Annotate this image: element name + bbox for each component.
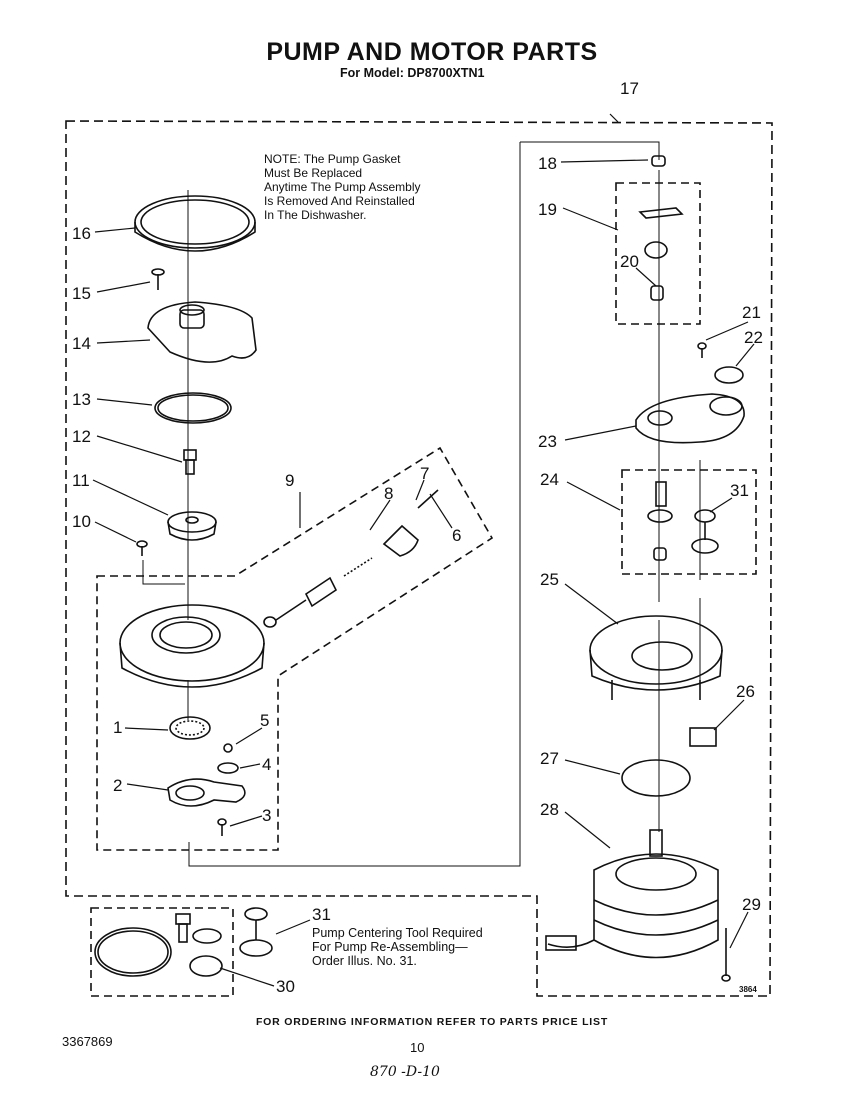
screw-part-21: [697, 342, 707, 358]
left-centre-axis: [142, 190, 189, 720]
figure-number: 3864: [739, 985, 757, 994]
handwritten-annotation: 870 -D-10: [370, 1064, 440, 1080]
pump-gasket-part-16: [134, 195, 256, 252]
callout-10: 10: [72, 512, 91, 531]
callout-16: 16: [72, 224, 91, 243]
callout-11: 11: [72, 471, 90, 490]
right-centre-axis: [658, 170, 701, 832]
centering-tool-illustration-31: [239, 907, 273, 957]
callout-1: 1: [113, 718, 122, 737]
callout-13: 13: [72, 390, 91, 409]
motor-screw-part-29: [721, 928, 731, 982]
callout-8: 8: [384, 484, 393, 503]
pump-plate-part-14: [147, 301, 257, 363]
ordering-info: FOR ORDERING INFORMATION REFER TO PARTS …: [255, 1016, 609, 1028]
bearing-group-19-box: [615, 182, 701, 325]
motor-mount-plate-part-23: [635, 393, 745, 444]
bracket-part-19: [638, 207, 684, 219]
gasket-note: NOTE: The Pump Gasket Must Be Replaced A…: [264, 152, 421, 222]
callout-4: 4: [262, 755, 271, 774]
bolt-part-12: [183, 449, 197, 475]
callout-25: 25: [540, 570, 559, 589]
ball-part-5: [223, 743, 233, 753]
callout-15: 15: [72, 284, 91, 303]
motor-part-28: [545, 829, 719, 959]
callout-9: 9: [285, 471, 294, 490]
callout-21: 21: [742, 303, 761, 322]
callout-7: 7: [420, 464, 429, 483]
callout-3: 3: [262, 806, 271, 825]
screw-part-3: [217, 818, 227, 836]
callout-22: 22: [744, 328, 763, 347]
ring-part-4: [217, 762, 239, 774]
callout-17: 17: [620, 79, 639, 98]
impeller-part-11: [167, 511, 217, 541]
cap-part-18: [651, 155, 666, 167]
callout-23: 23: [538, 432, 557, 451]
connector-part-26: [689, 727, 717, 747]
assembly-connector-line: [188, 141, 660, 867]
screw-part-15: [151, 268, 165, 290]
motor-top-housing-part-25: [589, 615, 723, 700]
callout-27: 27: [540, 749, 559, 768]
callout-24: 24: [540, 470, 559, 489]
pump-cover-part-2: [167, 778, 246, 807]
callout-31-bottom: 31: [312, 905, 331, 924]
page-number: 10: [410, 1040, 425, 1055]
valve-assembly-part-9: [263, 489, 439, 628]
bearing-part-20: [644, 241, 668, 301]
disc-part-27: [621, 759, 691, 797]
pump-housing: [119, 604, 265, 688]
callout-26: 26: [736, 682, 755, 701]
page-title: PUMP AND MOTOR PARTS: [266, 38, 598, 66]
callout-2: 2: [113, 776, 122, 795]
centering-tool-note: Pump Centering Tool Required For Pump Re…: [312, 926, 483, 968]
pump-subgroup-outline: [96, 446, 494, 851]
callout-12: 12: [72, 427, 91, 446]
model-subtitle: For Model: DP8700XTN1: [340, 66, 485, 80]
callout-30: 30: [276, 977, 295, 996]
callout-numbers: 1 2 3 4 5 6 7 8 9 10 11 12 13 14 15 16 1…: [72, 79, 763, 996]
callout-31-right: 31: [730, 481, 749, 500]
shaft-group-24-box: [621, 469, 757, 575]
shaft-assembly-part-24: [647, 481, 673, 561]
leader-lines: [92, 113, 755, 987]
callout-6: 6: [452, 526, 461, 545]
callout-5: 5: [260, 711, 269, 730]
kit-30-box: [90, 907, 234, 997]
strainer-part-1: [169, 716, 211, 740]
callout-14: 14: [72, 334, 91, 353]
callout-18: 18: [538, 154, 557, 173]
seal-ring-part-13: [154, 392, 232, 424]
callout-20: 20: [620, 252, 639, 271]
callout-28: 28: [540, 800, 559, 819]
document-number: 3367869: [62, 1034, 113, 1049]
callout-29: 29: [742, 895, 761, 914]
seal-part-22: [714, 366, 744, 384]
centering-tool-part-31: [691, 509, 719, 554]
screw-part-10: [136, 540, 148, 556]
kit-30-parts: [94, 913, 223, 977]
assembly-outline-17: [65, 120, 773, 997]
callout-19: 19: [538, 200, 557, 219]
